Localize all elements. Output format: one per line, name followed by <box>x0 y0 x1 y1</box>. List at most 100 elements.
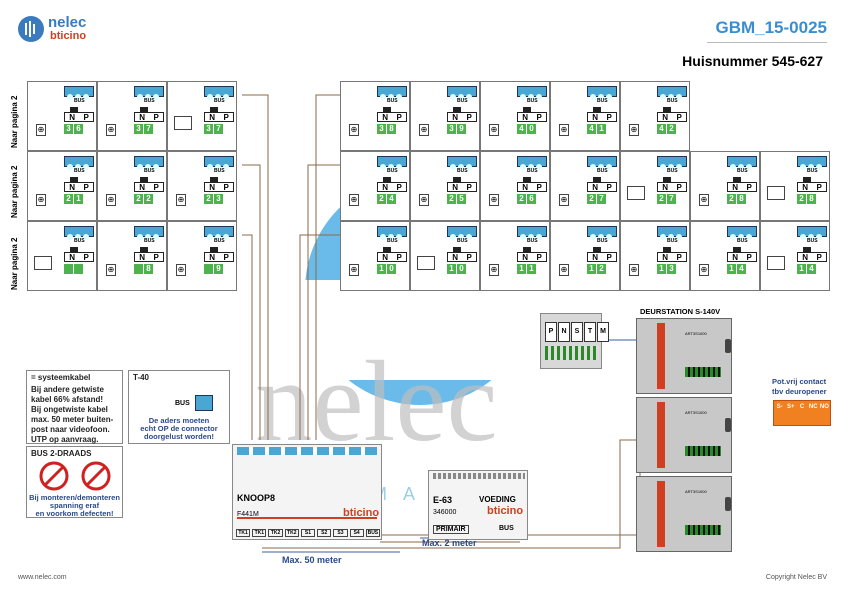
n-label: N <box>69 112 75 122</box>
legend-box: = systeemkabel Bij andere getwiste kabel… <box>26 370 123 444</box>
unit-digit-1: 2 <box>727 194 737 204</box>
off-on-switch <box>453 107 461 112</box>
module-code: ART3S1000 <box>685 489 707 494</box>
bus-terminal <box>204 86 234 100</box>
n-label: N <box>592 112 598 122</box>
unit-digit-1: 1 <box>727 264 737 274</box>
n-label: N <box>382 182 388 192</box>
bus-terminal <box>64 226 94 240</box>
legend-line-4: Bij ongetwiste kabel <box>31 405 108 414</box>
doc-code: GBM_15-0025 <box>715 18 827 37</box>
bus-terminal <box>134 86 164 100</box>
n-label: N <box>452 182 458 192</box>
contact-line-2: tbv deuropener <box>772 387 827 396</box>
bus2-box: BUS 2-DRAADS Bij monteren/demonteren spa… <box>26 446 123 518</box>
p-label: P <box>816 252 822 262</box>
bus-terminal <box>587 86 617 100</box>
off-on-switch <box>523 247 531 252</box>
bus-terminal <box>134 226 164 240</box>
bus-terminal <box>797 156 827 170</box>
unit-digit-2: 9 <box>214 264 224 274</box>
distance-max50: Max. 50 meter <box>282 555 342 565</box>
unit-digit-2: 8 <box>807 194 817 204</box>
unit-digit-2: 7 <box>144 124 154 134</box>
p-label: P <box>746 182 752 192</box>
p-label: P <box>466 252 472 262</box>
footer-left: www.nelec.com <box>18 574 67 581</box>
intercom-icon: ⊕ <box>699 264 709 276</box>
door-module: ART3S1000 <box>636 476 732 552</box>
contact-term-label: NO <box>819 404 829 410</box>
distance-max2: Max. 2 meter <box>422 538 477 548</box>
house-numbers: Huisnummer 545-627 <box>682 53 823 69</box>
warning-icons <box>39 461 111 491</box>
bus-terminal <box>377 226 407 240</box>
unit-digit-1: 4 <box>587 124 597 134</box>
header-divider <box>707 42 827 43</box>
unit-digit-2: 0 <box>527 124 537 134</box>
p-label: P <box>396 112 402 122</box>
wire-max50 <box>262 439 650 549</box>
n-label: N <box>662 252 668 262</box>
bus-label: BUS <box>597 98 608 104</box>
off-on-switch <box>663 247 671 252</box>
unit-digit-1 <box>134 264 144 274</box>
p-label: P <box>606 252 612 262</box>
off-on-switch <box>70 177 78 182</box>
unit-digit-2: 2 <box>667 124 677 134</box>
connector-pin-label: P <box>545 322 557 342</box>
bus-label: BUS <box>74 238 85 244</box>
bus-label: BUS <box>144 98 155 104</box>
bus-terminal <box>517 156 547 170</box>
bus-label: BUS <box>457 98 468 104</box>
bus2-warn-3: en voorkom defecten! <box>35 509 114 518</box>
n-label: N <box>522 182 528 192</box>
off-on-switch <box>453 177 461 182</box>
bus-terminal <box>797 226 827 240</box>
unit-digit-2: 8 <box>737 194 747 204</box>
unit-digit-2: 7 <box>214 124 224 134</box>
intercom-icon: ⊕ <box>349 194 359 206</box>
intercom-icon: ⊕ <box>699 194 709 206</box>
intercom-icon: ⊕ <box>106 124 116 136</box>
knoop8-terminal-label: TK2 <box>284 529 299 537</box>
p-label: P <box>153 112 159 122</box>
deurstation-title: DEURSTATION S-140V <box>640 307 721 316</box>
n-label: N <box>139 112 145 122</box>
legend-line-6: post naar videofoon. <box>31 425 110 434</box>
p-label: P <box>83 252 89 262</box>
off-on-switch <box>383 247 391 252</box>
voeding-brand: bticino <box>487 505 524 517</box>
watermark-text: nelec <box>255 338 498 465</box>
p-label: P <box>746 252 752 262</box>
off-on-switch <box>210 107 218 112</box>
connector-pin-label: N <box>558 322 570 342</box>
intercom-icon: ⊕ <box>489 264 499 276</box>
intercom-icon: ⊕ <box>419 194 429 206</box>
unit-digit-1: 4 <box>657 124 667 134</box>
videophone-icon <box>767 256 785 270</box>
unit-digit-1: 1 <box>447 264 457 274</box>
bus-label: BUS <box>387 168 398 174</box>
bus-terminal <box>727 156 757 170</box>
off-on-switch <box>210 177 218 182</box>
bus-label: BUS <box>387 238 398 244</box>
off-on-switch <box>523 177 531 182</box>
